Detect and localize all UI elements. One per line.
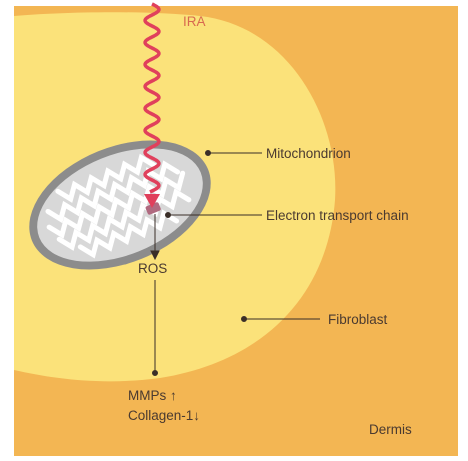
- ros-to-mmps-dot: [153, 371, 158, 376]
- ros-label: ROS: [138, 261, 167, 276]
- mmps-label: MMPs ↑: [128, 388, 177, 403]
- dermis-label: Dermis: [369, 422, 412, 437]
- ira-label: IRA: [183, 14, 206, 29]
- mitochondrion-label: Mitochondrion: [266, 146, 351, 161]
- etc-label: Electron transport chain: [266, 208, 409, 223]
- collagen-label: Collagen-1↓: [128, 408, 200, 423]
- fibroblast-label: Fibroblast: [328, 312, 388, 327]
